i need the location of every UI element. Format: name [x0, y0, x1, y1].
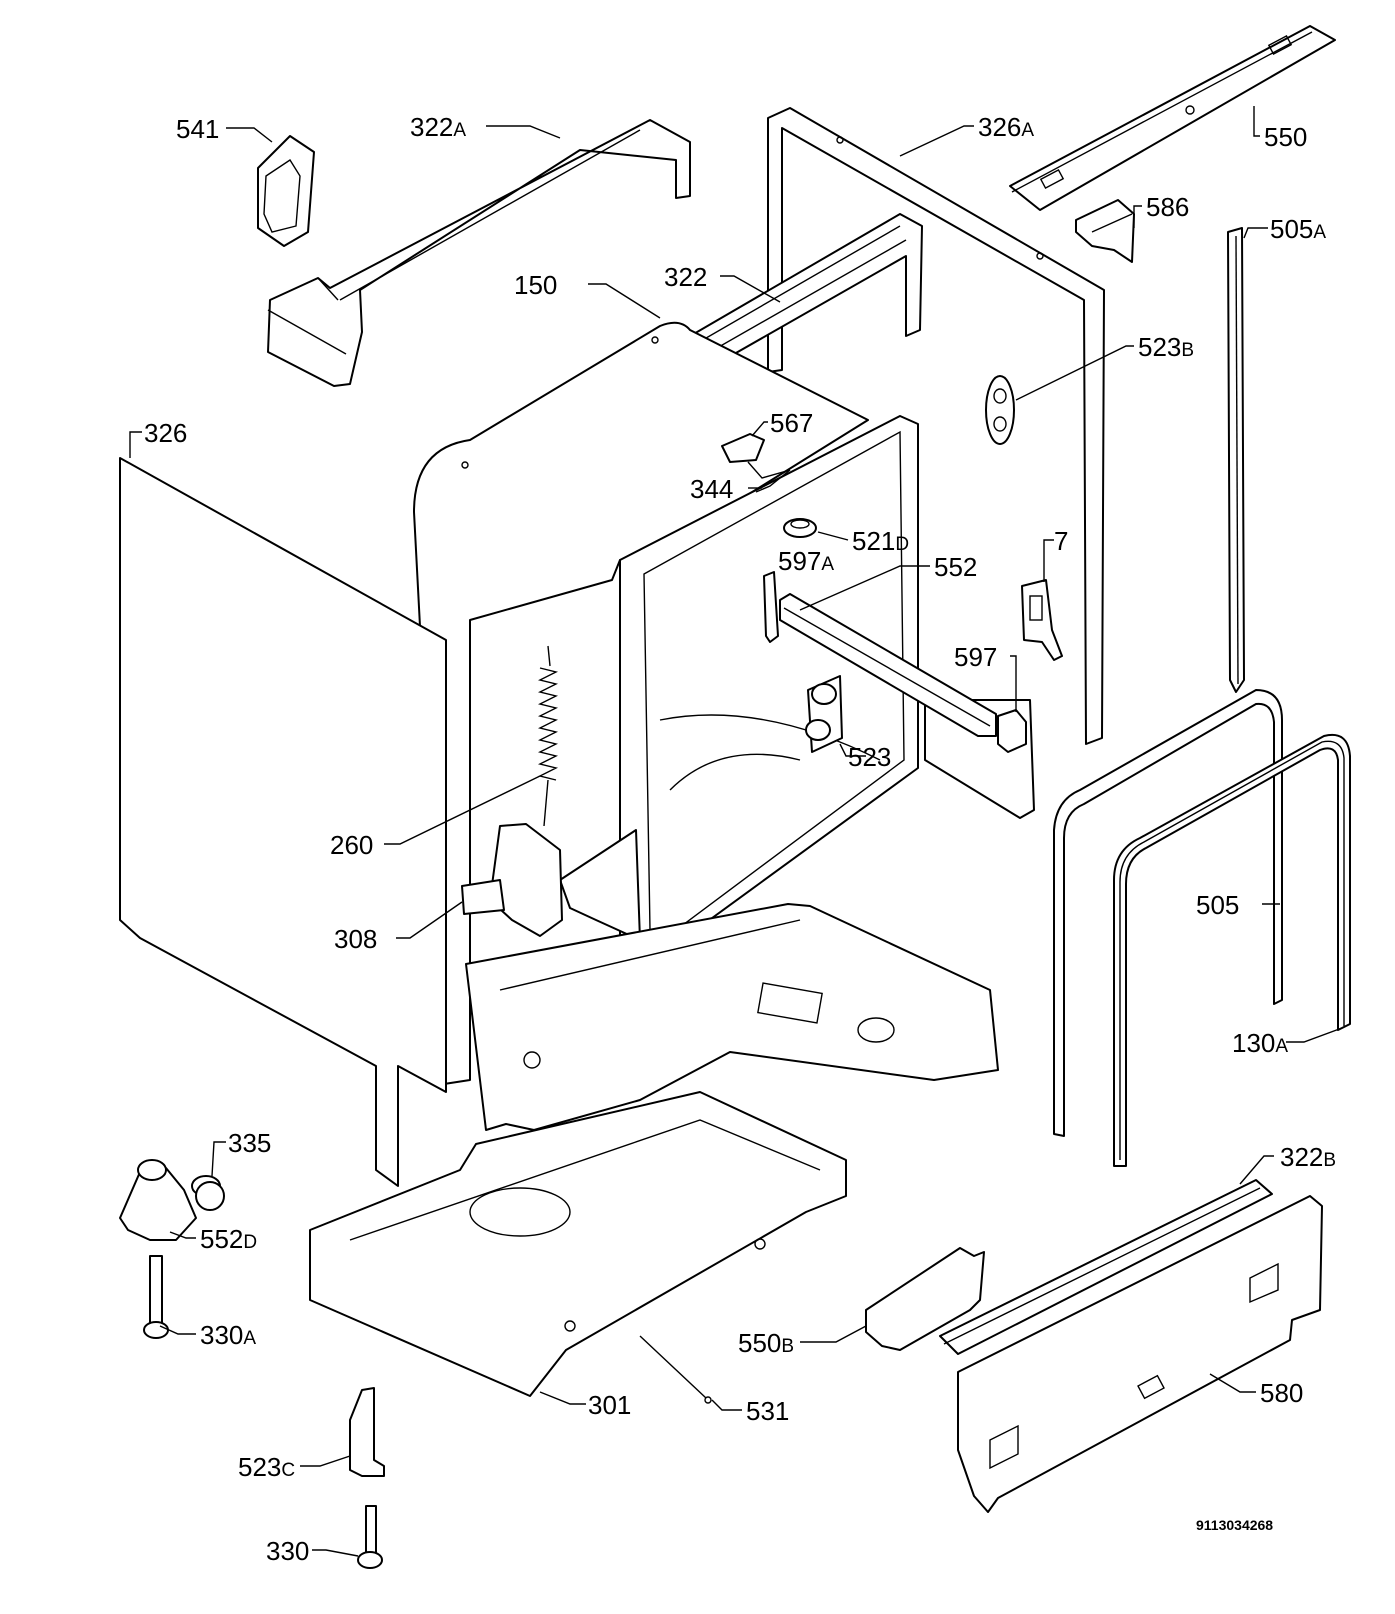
- part-521d-cap: [783, 518, 817, 538]
- part-580-kickplate: [957, 1195, 1323, 1513]
- part-335-gear: [191, 1175, 225, 1211]
- label-330a: 330A: [200, 1320, 256, 1350]
- leader-lines: [129, 106, 1343, 1557]
- part-567-344-clip: [721, 433, 791, 493]
- label-580: 580: [1260, 1378, 1303, 1408]
- label-330: 330: [266, 1536, 309, 1566]
- label-326a: 326A: [978, 112, 1034, 142]
- label-344: 344: [690, 474, 733, 504]
- label-301: 301: [588, 1390, 631, 1420]
- part-597a-pin: [763, 571, 779, 643]
- label-335: 335: [228, 1128, 271, 1158]
- part-552d-motor: [119, 1159, 197, 1241]
- part-330-screw: [357, 1505, 383, 1569]
- part-523-knobs: [805, 675, 843, 753]
- part-308-hinge: [461, 823, 563, 937]
- label-567: 567: [770, 408, 813, 438]
- label-550b: 550B: [738, 1328, 794, 1358]
- label-505a: 505A: [1270, 214, 1326, 244]
- part-550-top-rail: [1009, 25, 1336, 211]
- part-260-spring: [537, 645, 559, 827]
- label-7: 7: [1054, 526, 1068, 556]
- part-322a-top-frame: [267, 119, 691, 387]
- label-552: 552: [934, 552, 977, 582]
- part-326-door-panel: [119, 457, 447, 1187]
- label-326: 326: [144, 418, 187, 448]
- part-505-seal: [1053, 689, 1283, 1137]
- label-260: 260: [330, 830, 373, 860]
- label-521d: 521D: [852, 526, 909, 556]
- part-base-frame: [465, 903, 999, 1131]
- label-505: 505: [1196, 890, 1239, 920]
- label-322: 322: [664, 262, 707, 292]
- label-322a: 322A: [410, 112, 466, 142]
- part-330a-screw: [143, 1255, 169, 1339]
- label-523c: 523C: [238, 1452, 295, 1482]
- part-labels: 541 322A 326A 550 586 505A 150 322 523B …: [144, 112, 1336, 1566]
- part-597-slider: [997, 709, 1027, 753]
- label-531: 531: [746, 1396, 789, 1426]
- label-541: 541: [176, 114, 219, 144]
- part-531-wire: [639, 1335, 712, 1404]
- label-150: 150: [514, 270, 557, 300]
- part-550b-bracket: [865, 1247, 985, 1351]
- part-523b-grommet: [985, 375, 1015, 445]
- part-552-rail: [779, 593, 997, 737]
- label-308: 308: [334, 924, 377, 954]
- label-523b: 523B: [1138, 332, 1194, 362]
- part-130a-seal: [1113, 734, 1351, 1167]
- part-523c-bracket: [349, 1387, 385, 1477]
- drawing-code: 9113034268: [1196, 1517, 1273, 1533]
- label-552d: 552D: [200, 1224, 257, 1254]
- part-505a-strip: [1227, 227, 1245, 693]
- label-523: 523: [848, 742, 891, 772]
- label-550: 550: [1264, 122, 1307, 152]
- part-586-bracket: [1075, 199, 1135, 263]
- part-301-base-tray: [309, 1091, 847, 1397]
- part-322b-rail: [939, 1179, 1273, 1355]
- part-7-latch: [1021, 579, 1063, 661]
- label-597: 597: [954, 642, 997, 672]
- label-322b: 322B: [1280, 1142, 1336, 1172]
- label-130a: 130A: [1232, 1028, 1288, 1058]
- label-586: 586: [1146, 192, 1189, 222]
- label-597a: 597A: [778, 546, 834, 576]
- part-541-clip: [257, 135, 315, 247]
